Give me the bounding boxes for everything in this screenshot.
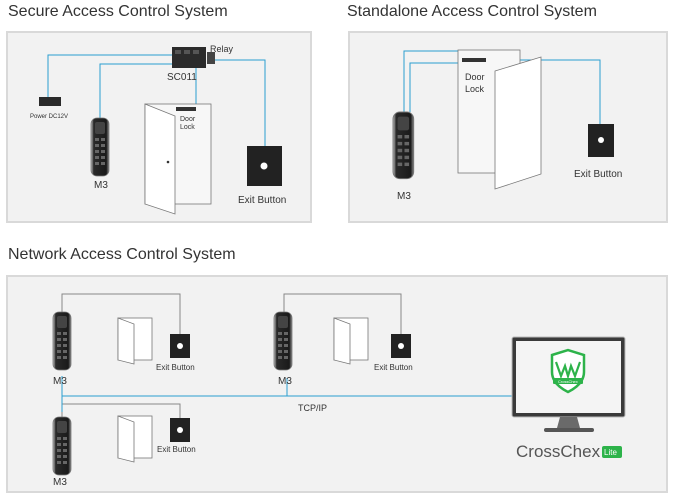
standalone-door	[457, 49, 542, 190]
crosschex-shield-icon	[550, 348, 586, 394]
crosschex-logo-text: CrossChex	[558, 379, 578, 384]
network-reader-label-3: M3	[53, 477, 67, 488]
network-exit-label-2: Exit Button	[374, 363, 413, 372]
standalone-wiring	[403, 50, 601, 124]
standalone-reader-label: M3	[397, 191, 411, 202]
power-supply	[39, 97, 61, 106]
network-exit-button-3	[170, 418, 190, 442]
secure-exit-button	[247, 146, 282, 186]
network-door-1	[117, 317, 153, 365]
network-exit-button-2	[391, 334, 411, 358]
secure-lock-label-1: Door	[180, 116, 196, 123]
standalone-exit-button	[588, 124, 614, 157]
network-reader-device-2	[273, 311, 293, 371]
standalone-section-title: Standalone Access Control System	[347, 3, 597, 20]
standalone-exit-label: Exit Button	[574, 169, 622, 180]
relay-module	[172, 47, 215, 68]
network-section-title: Network Access Control System	[8, 246, 236, 263]
secure-reader-device	[90, 117, 110, 177]
secure-reader-label: M3	[94, 180, 108, 191]
standalone-lock-label-2: Lock	[465, 84, 485, 94]
network-exit-label-3: Exit Button	[157, 445, 196, 454]
network-door-3	[117, 415, 153, 463]
power-label: Power DC12V	[30, 114, 68, 120]
secure-wiring	[47, 54, 266, 146]
controller-label: SC011	[167, 72, 197, 83]
secure-door	[144, 103, 212, 215]
network-exit-label-1: Exit Button	[156, 363, 195, 372]
network-reader-device-1	[52, 311, 72, 371]
network-exit-button-1	[170, 334, 190, 358]
network-door-2	[333, 317, 369, 365]
secure-exit-label: Exit Button	[238, 195, 286, 206]
standalone-lock-label-1: Door	[465, 72, 485, 82]
crosschex-lite-label: Lite	[604, 448, 617, 457]
network-reader-label-1: M3	[53, 376, 67, 387]
network-link-label: TCP/IP	[298, 403, 327, 413]
secure-lock-label-2: Lock	[180, 124, 195, 131]
standalone-reader-device	[392, 111, 415, 180]
network-reader-label-2: M3	[278, 376, 292, 387]
relay-label: Relay	[210, 44, 234, 54]
crosschex-lite-badge	[602, 446, 622, 458]
secure-section-title: Secure Access Control System	[8, 3, 228, 20]
crosschex-software-label: CrossChex	[516, 442, 601, 461]
network-wiring	[61, 293, 512, 418]
network-reader-device-3	[52, 416, 72, 476]
